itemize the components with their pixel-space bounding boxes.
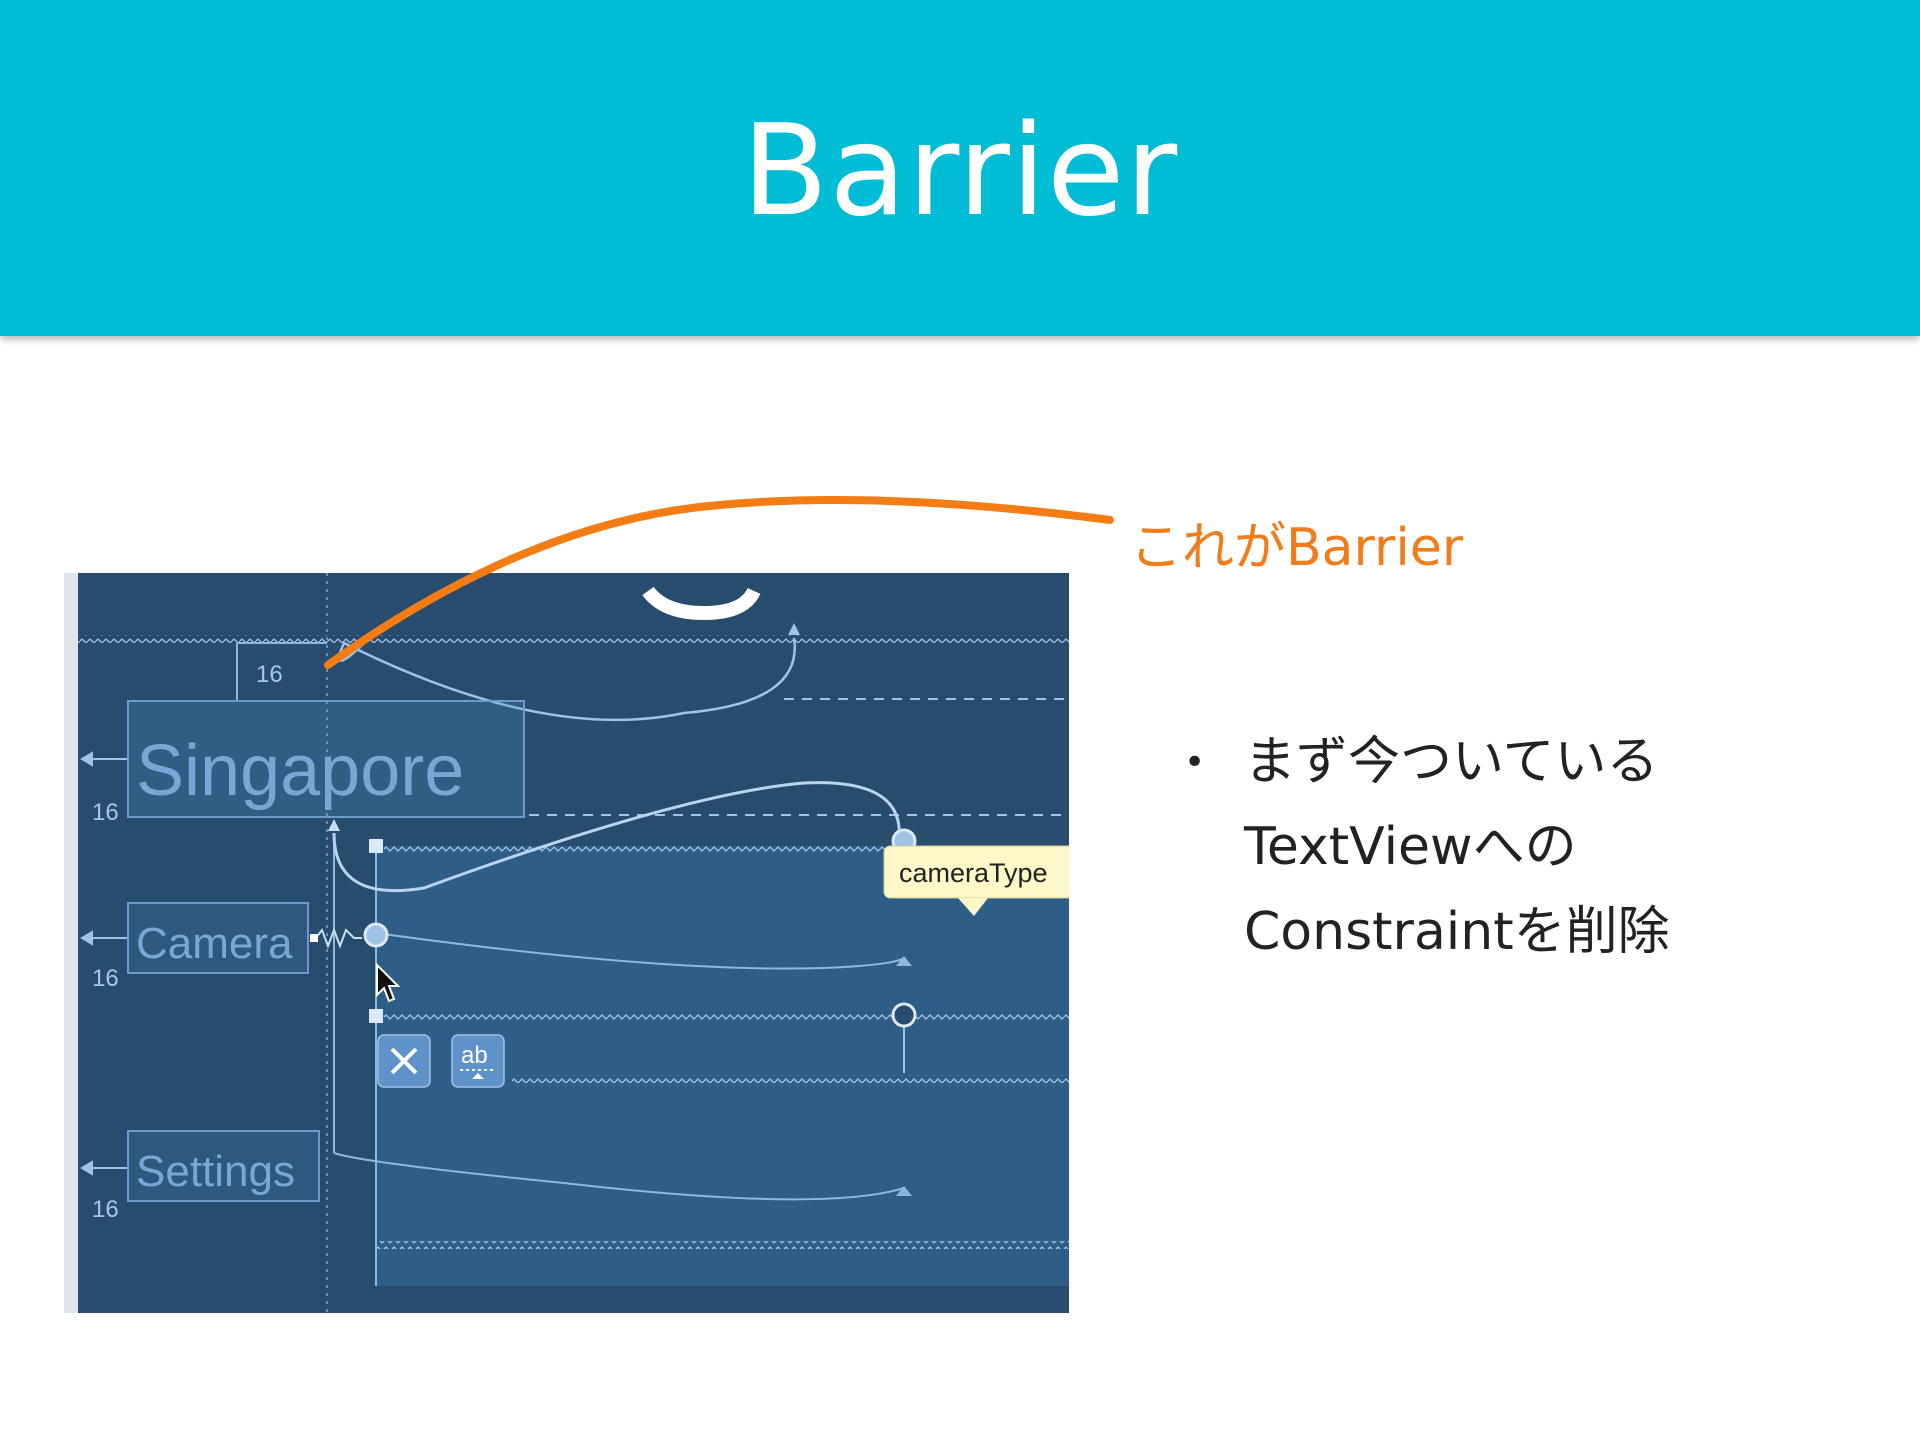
clear-constraints-icon	[390, 1047, 418, 1075]
mouse-cursor-icon	[376, 962, 401, 1003]
margin-value: 16	[92, 965, 119, 992]
singapore-textview[interactable]	[127, 700, 525, 818]
settings-label: Settings	[136, 1147, 295, 1196]
wrap-line	[78, 635, 1069, 643]
constraint-anchor[interactable]	[891, 1002, 917, 1028]
resize-handle[interactable]	[369, 1009, 383, 1023]
margin-value: 16	[92, 1196, 119, 1223]
settings-textview[interactable]	[127, 1130, 320, 1202]
layout-editor-screenshot: Singapore Camera Settings 16 16 16 16 ca…	[64, 573, 1069, 1313]
bullet-line-1: まず今ついている	[1244, 732, 1659, 792]
bullet-line-2: TextViewへの	[1244, 817, 1577, 877]
bullet-list: • まず今ついている TextViewへの Constraintを削除	[1180, 720, 1860, 975]
resize-handle[interactable]	[369, 839, 383, 853]
singapore-label: Singapore	[136, 731, 464, 811]
clear-constraints-button[interactable]	[377, 1034, 431, 1088]
tooltip-text: cameraType	[899, 858, 1048, 888]
title-bar: Barrier	[0, 0, 1920, 336]
slide-title: Barrier	[741, 96, 1179, 244]
baseline-icon: ab	[461, 1042, 488, 1069]
camera-textview[interactable]	[127, 902, 309, 974]
baseline-button[interactable]: ab	[451, 1034, 505, 1088]
bullet-line-3: Constraintを削除	[1244, 902, 1670, 962]
bullet-dot-icon: •	[1184, 742, 1206, 783]
constraint-anchor[interactable]	[363, 922, 389, 948]
camera-label: Camera	[136, 919, 293, 968]
tooltip: cameraType	[883, 845, 1069, 916]
bullet-item: • まず今ついている TextViewへの Constraintを削除	[1180, 720, 1860, 975]
margin-value: 16	[92, 799, 119, 826]
callout-label: これがBarrier	[1130, 518, 1464, 578]
margin-value: 16	[256, 661, 283, 688]
